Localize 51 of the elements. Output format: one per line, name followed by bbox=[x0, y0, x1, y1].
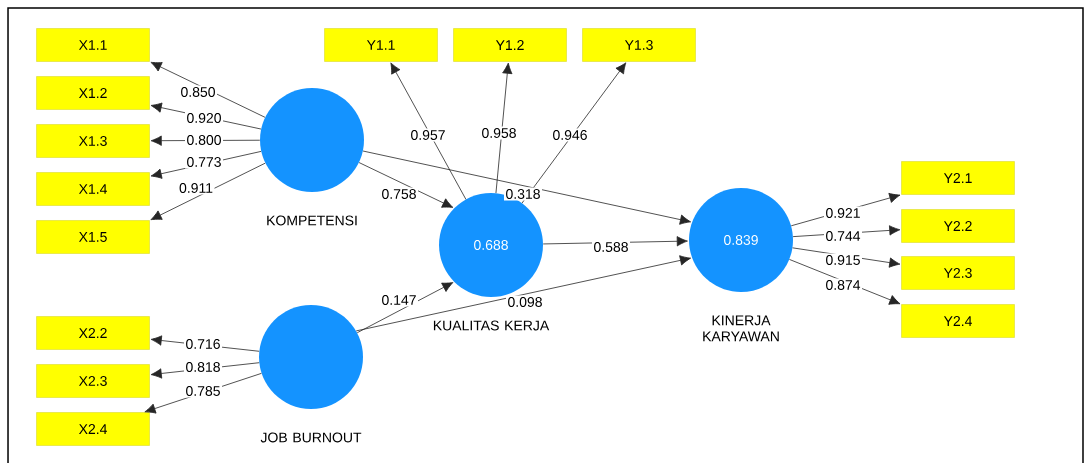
indicator-box: Y2.1 bbox=[901, 161, 1015, 195]
arrow bbox=[356, 282, 454, 334]
variable-label: KOMPETENSI bbox=[267, 215, 357, 226]
arrow bbox=[521, 62, 627, 204]
indicator-box: Y1.3 bbox=[582, 28, 696, 62]
arrow bbox=[789, 259, 901, 305]
indicator-box: X1.5 bbox=[36, 220, 150, 254]
arrow bbox=[390, 62, 467, 200]
edge-label: 0.147 bbox=[380, 293, 419, 307]
edge-label: 0.716 bbox=[184, 337, 223, 351]
indicator-box: X1.4 bbox=[36, 172, 150, 206]
edge-label: 0.874 bbox=[824, 278, 862, 292]
arrow bbox=[355, 255, 691, 332]
indicator-box: X1.1 bbox=[36, 28, 150, 62]
arrow bbox=[150, 162, 266, 221]
edge-label: 0.958 bbox=[480, 126, 519, 140]
edge-label: 0.098 bbox=[506, 295, 544, 309]
variable-label: KINERJA KARYAWAN bbox=[703, 315, 779, 342]
arrow bbox=[792, 247, 901, 268]
edge-label: 0.588 bbox=[592, 240, 630, 254]
variable-label: KUALITAS KERJA bbox=[433, 320, 550, 331]
edge-label: 0.957 bbox=[409, 128, 448, 142]
edge-label: 0.800 bbox=[185, 133, 224, 147]
indicator-box: X1.2 bbox=[36, 76, 150, 110]
edge-label: 0.785 bbox=[184, 384, 223, 398]
edge-label: 0.946 bbox=[551, 128, 589, 142]
edge-label: 0.758 bbox=[380, 187, 419, 201]
indicator-box: X2.3 bbox=[36, 364, 150, 398]
variable-label: JOB BURNOUT bbox=[260, 432, 362, 443]
edge-label: 0.921 bbox=[824, 206, 862, 220]
edge-label: 0.744 bbox=[824, 229, 862, 243]
edge-label: 0.818 bbox=[184, 360, 223, 374]
indicator-box: X2.4 bbox=[36, 412, 150, 446]
indicator-box: Y2.4 bbox=[901, 304, 1015, 338]
arrow bbox=[358, 162, 454, 208]
arrow bbox=[495, 62, 513, 194]
indicator-box: Y2.2 bbox=[901, 209, 1015, 243]
arrow bbox=[144, 372, 262, 414]
edge-label: 0.850 bbox=[179, 85, 218, 99]
edge-label: 0.773 bbox=[185, 155, 224, 169]
indicator-box: X1.3 bbox=[36, 124, 150, 158]
indicator-box: X2.2 bbox=[36, 316, 150, 350]
edge-label: 0.911 bbox=[177, 181, 215, 195]
edge-label: 0.915 bbox=[824, 253, 862, 267]
indicator-box: Y2.3 bbox=[901, 256, 1015, 290]
indicator-box: Y1.2 bbox=[453, 28, 567, 62]
edge-label: 0.920 bbox=[185, 111, 224, 125]
arrow bbox=[362, 150, 691, 225]
edge-label: 0.318 bbox=[504, 187, 543, 201]
indicator-box: Y1.1 bbox=[324, 28, 438, 62]
arrow bbox=[150, 61, 266, 118]
